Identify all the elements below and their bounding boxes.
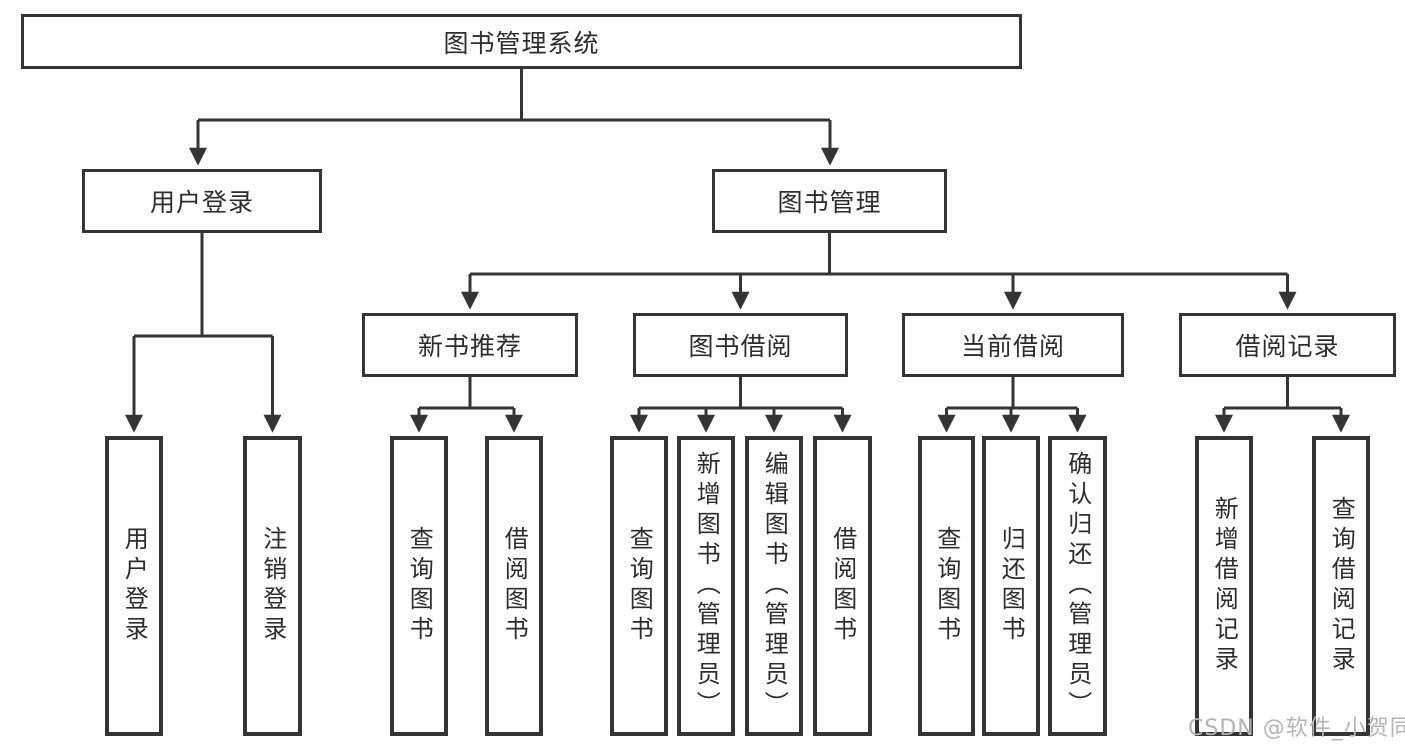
leaf-recommend-query-books: 查询图书	[390, 436, 448, 736]
leaf-current-query-books-label: 查询图书	[932, 526, 961, 646]
leaf-return-books: 归还图书	[982, 436, 1040, 736]
leaf-current-query-books: 查询图书	[918, 436, 975, 736]
leaf-query-borrow-record-label: 查询借阅记录	[1327, 496, 1356, 676]
leaf-return-books-label: 归还图书	[997, 526, 1026, 646]
leaf-query-borrow-record: 查询借阅记录	[1312, 436, 1370, 736]
leaf-edit-books-admin-label: 编辑图书（管理员）	[760, 451, 789, 721]
node-borrow-records: 借阅记录	[1179, 313, 1396, 377]
leaf-user-login-label: 用户登录	[120, 526, 149, 646]
leaf-recommend-borrow-books-label: 借阅图书	[500, 526, 529, 646]
leaf-confirm-return-admin-label: 确认归还（管理员）	[1063, 451, 1092, 721]
leaf-confirm-return-admin: 确认归还（管理员）	[1048, 436, 1107, 736]
node-user-login: 用户登录	[82, 169, 322, 233]
csdn-watermark: CSDN @软件_小贺同学	[1188, 716, 1405, 741]
leaf-borrow-query-books: 查询图书	[610, 436, 668, 736]
leaf-logout-label: 注销登录	[258, 526, 287, 646]
node-library-management-system: 图书管理系统	[21, 14, 1022, 69]
leaf-add-borrow-record-label: 新增借阅记录	[1210, 496, 1239, 676]
leaf-recommend-query-books-label: 查询图书	[405, 526, 434, 646]
leaf-logout: 注销登录	[243, 436, 302, 736]
leaf-user-login: 用户登录	[105, 436, 163, 736]
leaf-add-borrow-record: 新增借阅记录	[1195, 436, 1253, 736]
node-book-borrow: 图书借阅	[633, 313, 848, 377]
leaf-edit-books-admin: 编辑图书（管理员）	[745, 436, 803, 736]
node-new-book-recommend: 新书推荐	[362, 313, 578, 377]
leaf-borrow-books: 借阅图书	[813, 436, 872, 736]
node-book-management: 图书管理	[712, 169, 947, 233]
leaf-add-books-admin-label: 新增图书（管理员）	[692, 451, 721, 721]
leaf-add-books-admin: 新增图书（管理员）	[677, 436, 735, 736]
leaf-borrow-query-books-label: 查询图书	[625, 526, 654, 646]
leaf-borrow-books-label: 借阅图书	[828, 526, 857, 646]
node-current-borrow: 当前借阅	[902, 313, 1124, 377]
leaf-recommend-borrow-books: 借阅图书	[485, 436, 543, 736]
